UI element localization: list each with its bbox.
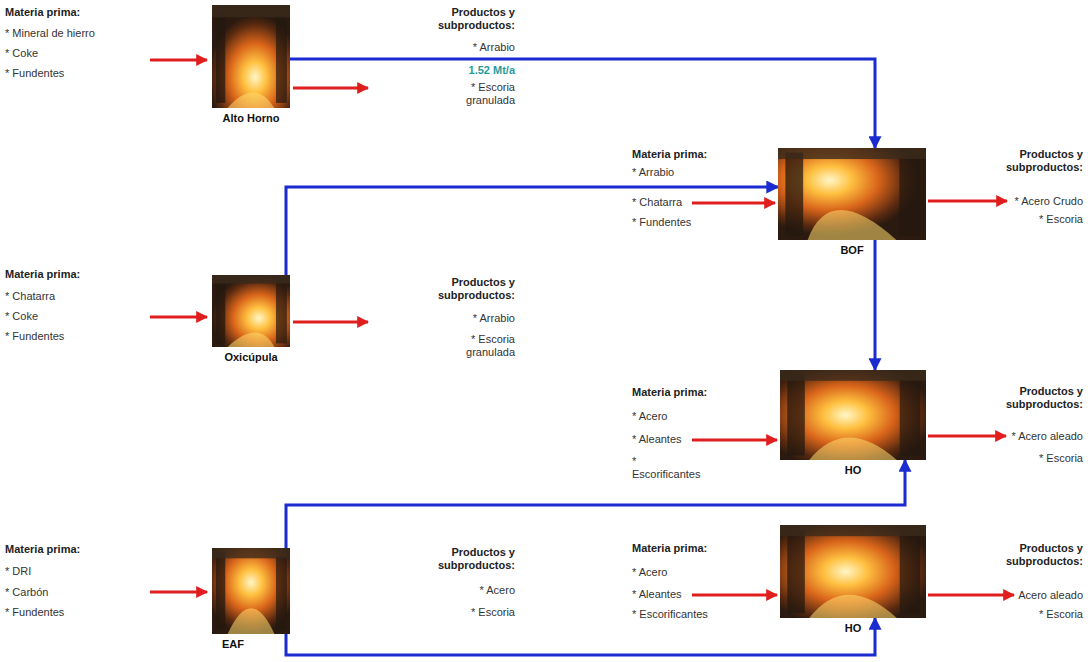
- group-heading: Materia prima:: [632, 542, 707, 555]
- production-figure: 1.52 Mt/a: [469, 64, 515, 77]
- group-heading: Productos y subproductos:: [993, 385, 1083, 411]
- group-heading: Productos y subproductos:: [425, 276, 515, 302]
- group-heading: Productos y subproductos:: [993, 148, 1083, 174]
- group-heading: Materia prima:: [5, 268, 80, 281]
- unit-name: Oxicúpula: [212, 351, 290, 364]
- flow-connector: [286, 618, 875, 655]
- furnace-photo: [212, 548, 290, 634]
- material-item: * Escoria: [1039, 608, 1083, 621]
- material-item: * Escoria: [1039, 213, 1083, 226]
- group-heading: Materia prima:: [5, 543, 80, 556]
- red-arrow: [692, 202, 775, 205]
- group-heading: Productos y subproductos:: [993, 542, 1083, 568]
- process-unit: Alto Horno: [212, 5, 290, 108]
- group-heading: Productos y subproductos:: [425, 6, 515, 32]
- furnace-photo: [780, 370, 926, 460]
- unit-name: Alto Horno: [212, 112, 290, 125]
- unit-name: HO: [780, 464, 926, 477]
- red-arrow: [150, 59, 207, 62]
- red-arrow: [293, 87, 368, 90]
- material-item: * DRI: [5, 565, 31, 578]
- material-item: * Acero aleado: [1011, 430, 1083, 443]
- process-unit: HO: [780, 525, 926, 618]
- material-item: * Chatarra: [5, 290, 55, 303]
- material-item: * Aleantes: [632, 588, 682, 601]
- material-item: * Acero Crudo: [1015, 195, 1083, 208]
- material-item: * Coke: [5, 310, 38, 323]
- red-arrow: [928, 594, 1014, 597]
- group-heading: Productos y subproductos:: [425, 546, 515, 572]
- unit-name: BOF: [778, 244, 926, 257]
- material-item: * Arrabio: [632, 166, 674, 179]
- red-arrow: [692, 594, 777, 597]
- material-item: Acero aleado: [1018, 589, 1083, 602]
- red-arrow: [928, 435, 1006, 438]
- material-item: * Chatarra: [632, 196, 682, 209]
- material-item: * Escoria: [471, 606, 515, 619]
- material-item: * Arrabio: [473, 41, 515, 54]
- material-item: * Acero: [632, 410, 667, 423]
- group-heading: Materia prima:: [5, 6, 80, 19]
- furnace-photo: [780, 525, 926, 618]
- process-unit: Oxicúpula: [212, 275, 290, 347]
- material-item: * Escorificantes: [632, 455, 704, 481]
- material-item: * Mineral de hierro: [5, 27, 95, 40]
- material-item: * Fundentes: [5, 330, 64, 343]
- material-item: * Carbón: [5, 586, 48, 599]
- material-item: * Escoria granulada: [453, 333, 515, 359]
- flow-connector: [286, 187, 778, 275]
- red-arrow: [692, 439, 777, 442]
- material-item: * Arrabio: [473, 312, 515, 325]
- material-item: * Fundentes: [632, 216, 691, 229]
- red-arrow: [150, 316, 207, 319]
- material-item: * Escorificantes: [632, 608, 708, 621]
- red-arrow: [150, 591, 207, 594]
- red-arrow: [293, 321, 368, 324]
- unit-name: EAF: [222, 638, 244, 651]
- furnace-photo: [212, 5, 290, 108]
- group-heading: Materia prima:: [632, 148, 707, 161]
- process-unit: HO: [780, 370, 926, 460]
- material-item: * Fundentes: [5, 67, 64, 80]
- process-unit: BOF: [778, 148, 926, 240]
- flow-connector: [874, 240, 877, 370]
- material-item: * Acero: [480, 584, 515, 597]
- material-item: * Acero: [632, 566, 667, 579]
- red-arrow: [928, 200, 1007, 203]
- group-heading: Materia prima:: [632, 386, 707, 399]
- material-item: * Escoria granulada: [453, 81, 515, 107]
- material-item: * Coke: [5, 47, 38, 60]
- flow-connector: [290, 59, 875, 148]
- material-item: * Escoria: [1039, 452, 1083, 465]
- unit-name: HO: [780, 622, 926, 635]
- furnace-photo: [778, 148, 926, 240]
- process-unit: EAF: [212, 548, 290, 634]
- material-item: * Fundentes: [5, 606, 64, 619]
- furnace-photo: [212, 275, 290, 347]
- material-item: * Aleantes: [632, 433, 682, 446]
